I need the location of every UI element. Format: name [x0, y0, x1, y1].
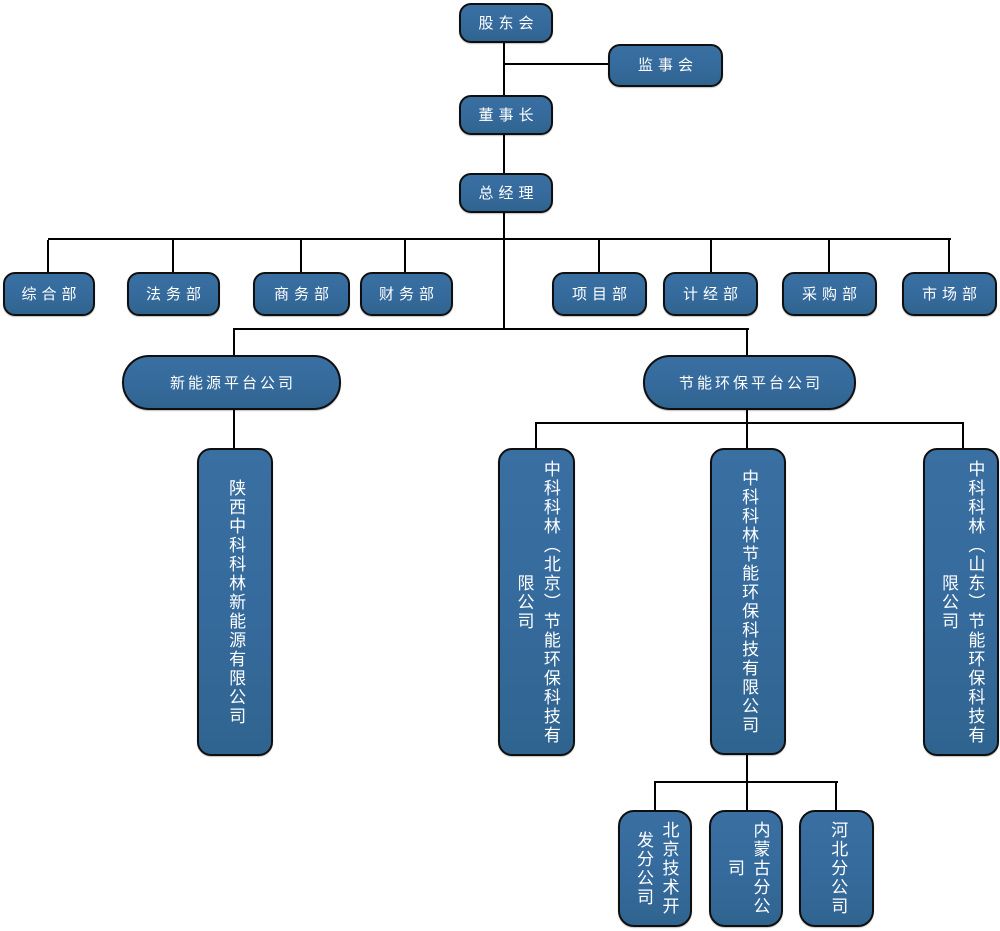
node-dept-commerce: 商务部: [253, 272, 350, 316]
node-branch-beijing-tech: 北京技术开发分公司: [618, 810, 692, 927]
connector-drop-dept-8: [948, 240, 950, 272]
connector-platform-bus: [233, 328, 749, 330]
connector-drop-beijing: [535, 424, 537, 448]
node-platform-new-energy: 新能源平台公司: [122, 355, 341, 410]
branch-inner-mongolia-label: 内蒙古分公司: [724, 821, 770, 916]
node-company-main: 中科科林节能环保科技有限公司: [710, 448, 786, 755]
connector-drop-dept-4: [404, 240, 406, 272]
connector-drop-dept-6: [710, 240, 712, 272]
connector-branch-bus: [654, 781, 838, 783]
connector-main-branch-bus: [746, 755, 748, 782]
connector-gm-bus: [503, 213, 505, 240]
connector-drop-branch-1: [654, 783, 656, 810]
connector-drop-dept-1: [47, 240, 49, 272]
connector-drop-branch-2: [746, 783, 748, 810]
connector-supervisory-branch: [503, 63, 608, 65]
connector-drop-dept-5: [598, 240, 600, 272]
node-dept-general-affairs: 综合部: [3, 272, 95, 316]
node-company-beijing: 中科科林（北京）节能环保科技有限公司: [498, 448, 575, 756]
connector-dept-bus: [48, 238, 951, 240]
branch-hebei-label: 河北分公司: [827, 821, 848, 916]
connector-drop-shandong: [962, 424, 964, 448]
node-dept-finance: 财务部: [360, 272, 453, 316]
connector-drop-new-energy: [233, 330, 235, 355]
connector-chairman-gm: [503, 135, 505, 173]
connector-shareholders-chairman: [503, 43, 505, 95]
node-dept-procurement: 采购部: [782, 272, 877, 316]
node-dept-legal: 法务部: [127, 272, 220, 316]
node-platform-energy-saving: 节能环保平台公司: [643, 355, 856, 410]
company-shandong-label: 中科科林（山东）节能环保科技有限公司: [938, 459, 985, 745]
connector-drop-main: [746, 424, 748, 448]
connector-drop-dept-3: [300, 240, 302, 272]
company-shaanxi-label: 陕西中科科林新能源有限公司: [225, 478, 246, 726]
node-shareholders: 股东会: [459, 3, 553, 43]
node-dept-marketing: 市场部: [902, 272, 997, 316]
node-chairman: 董事长: [459, 95, 553, 135]
connector-subsidiary-bus: [535, 422, 964, 424]
node-company-shaanxi: 陕西中科科林新能源有限公司: [197, 448, 273, 756]
connector-energy-saving-bus: [746, 410, 748, 424]
node-branch-hebei: 河北分公司: [799, 810, 874, 927]
connector-drop-energy-saving: [746, 330, 748, 355]
connector-new-energy-shaanxi: [233, 409, 235, 448]
branch-beijing-tech-label: 北京技术开发分公司: [633, 821, 679, 916]
connector-drop-dept-7: [828, 240, 830, 272]
node-branch-inner-mongolia: 内蒙古分公司: [709, 810, 783, 927]
company-main-label: 中科科林节能环保科技有限公司: [738, 468, 759, 735]
node-dept-planning-economics: 计经部: [663, 272, 758, 316]
connector-drop-branch-3: [835, 783, 837, 810]
node-supervisory-board: 监事会: [608, 44, 723, 87]
connector-drop-dept-2: [172, 240, 174, 272]
node-company-shandong: 中科科林（山东）节能环保科技有限公司: [923, 448, 999, 756]
node-dept-project: 项目部: [552, 272, 647, 316]
company-beijing-label: 中科科林（北京）节能环保科技有限公司: [513, 459, 560, 745]
connector-center-trunk: [503, 240, 505, 329]
node-general-manager: 总经理: [459, 173, 553, 213]
